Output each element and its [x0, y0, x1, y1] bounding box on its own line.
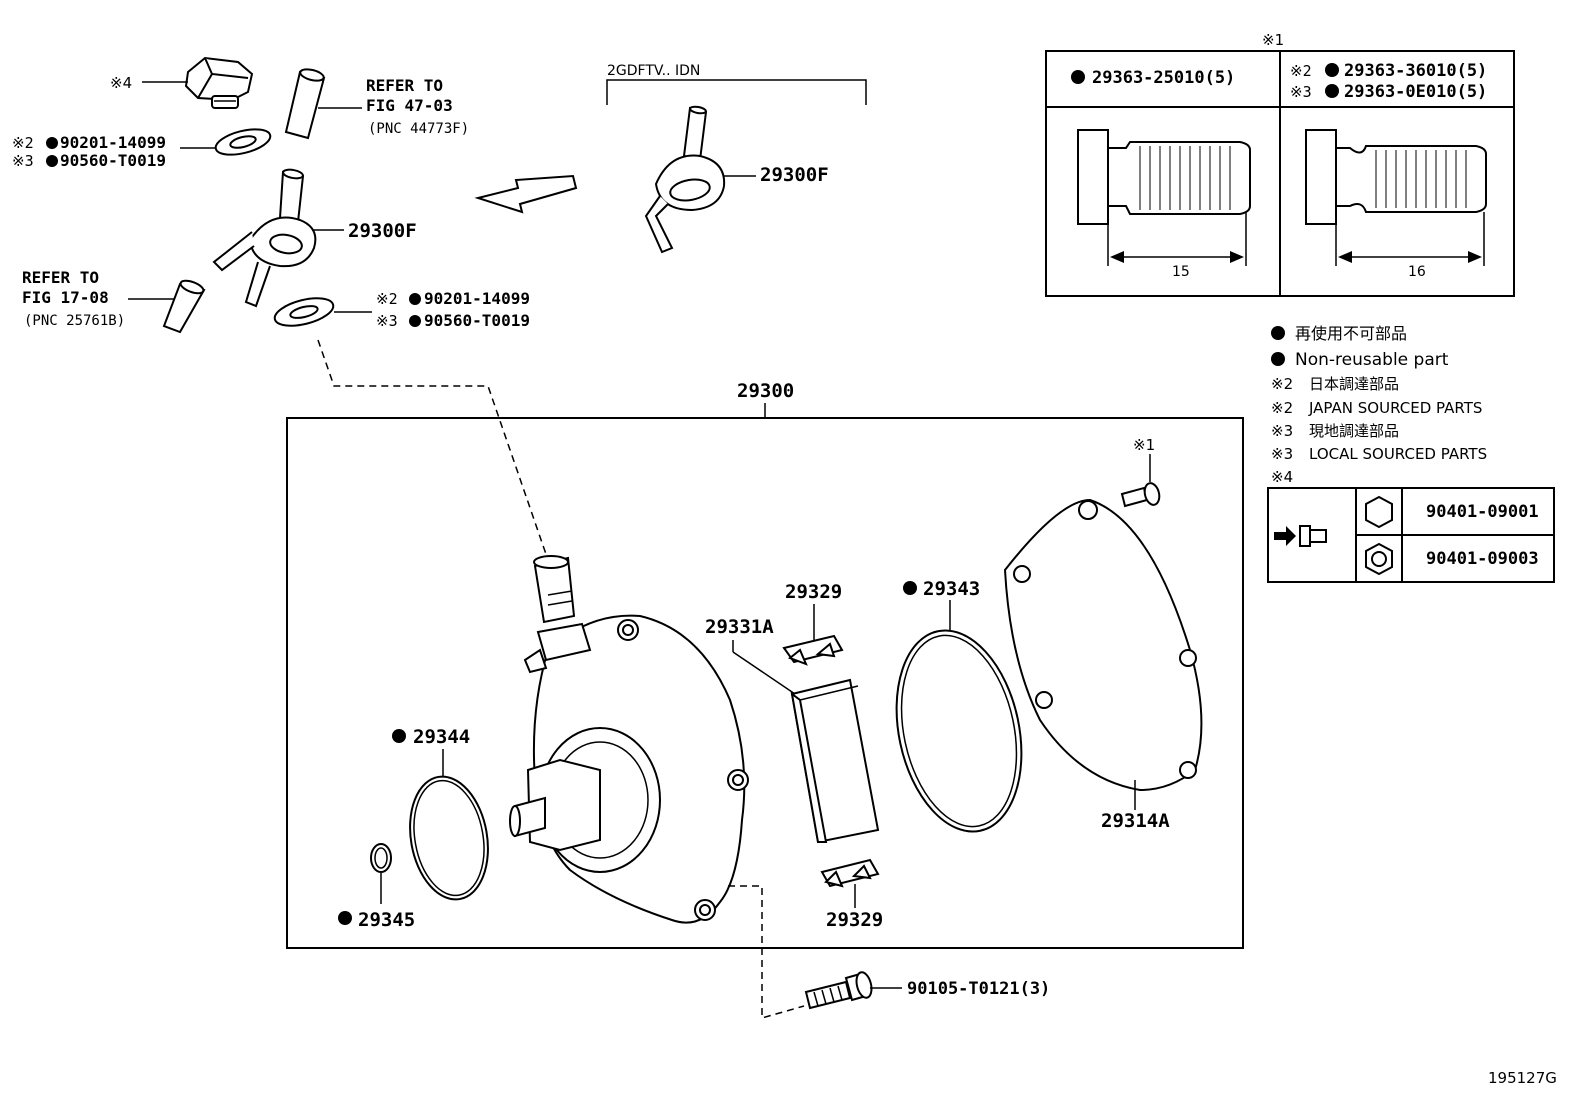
non-reusable-dot — [46, 137, 58, 149]
hex-plug-round-icon — [1365, 542, 1393, 576]
arrow-icon — [474, 174, 578, 214]
assembly-label: 29300 — [737, 380, 794, 402]
refer-left-line1: REFER TO — [22, 268, 99, 287]
hub-bolt-long — [1305, 129, 1487, 266]
washer-top-mark2: ※2 — [12, 134, 34, 152]
non-reusable-dot — [392, 729, 406, 743]
vacuum-pump-body — [509, 555, 749, 924]
vane-bottom — [820, 858, 880, 888]
washer-bottom-code2: 90560-T0019 — [424, 311, 530, 330]
variant-label: 2GDFTV.. IDN — [607, 63, 700, 79]
assembly-frame — [286, 417, 1244, 949]
non-reusable-dot — [1071, 70, 1085, 84]
rotor-label: 29331A — [705, 616, 774, 638]
mounting-bolt — [804, 971, 873, 1010]
plug-row1-code: 90401-09001 — [1426, 502, 1539, 522]
union-fitting-main — [212, 168, 317, 308]
union-variant-label: 29300F — [760, 164, 829, 186]
figure-code: 195127G — [1488, 1069, 1557, 1087]
rotor — [790, 678, 880, 844]
drain-plug — [184, 56, 254, 109]
non-reusable-dot — [409, 315, 421, 327]
o-ring-small-label: 29345 — [358, 909, 415, 931]
washer-top-code1: 90201-14099 — [60, 133, 166, 152]
cover-screw — [1120, 482, 1161, 508]
hub-bolt-short — [1077, 129, 1251, 266]
bolt-table-right-dim: 16 — [1408, 264, 1426, 280]
legend-line3-mark: ※2 — [1271, 375, 1293, 393]
non-reusable-dot — [1271, 326, 1285, 340]
non-reusable-dot — [338, 911, 352, 925]
legend-line6: LOCAL SOURCED PARTS — [1309, 445, 1487, 463]
variant-bracket — [606, 79, 867, 105]
washer-top-mark3: ※3 — [12, 152, 34, 170]
plug-row2-code: 90401-09003 — [1426, 549, 1539, 569]
refer-left-line2: FIG 17-08 — [22, 288, 109, 307]
refer-top-line2: FIG 47-03 — [366, 96, 453, 115]
refer-top-line3: (PNC 44773F) — [368, 121, 469, 137]
union-main-label: 29300F — [348, 220, 417, 242]
legend-line3: 日本調達部品 — [1309, 375, 1399, 393]
o-ring-large — [895, 629, 1023, 833]
legend-line5-mark: ※3 — [1271, 422, 1293, 440]
gasket-washer-top — [214, 128, 272, 156]
non-reusable-dot — [1325, 84, 1339, 98]
non-reusable-dot — [1325, 63, 1339, 77]
legend-line5: 現地調達部品 — [1309, 422, 1399, 440]
vacuum-hose-left — [162, 279, 206, 334]
mark-4-label: ※4 — [110, 74, 132, 92]
legend-line4: JAPAN SOURCED PARTS — [1308, 399, 1482, 417]
vacuum-hose-top — [284, 68, 326, 140]
plug-spec-table — [1267, 487, 1555, 583]
o-ring-small — [370, 843, 392, 873]
refer-top-line1: REFER TO — [366, 76, 443, 95]
bolt-label: 90105-T0121(3) — [907, 979, 1050, 999]
non-reusable-dot — [46, 155, 58, 167]
bolt-table-right-code2: 29363-0E010(5) — [1344, 82, 1487, 102]
vane-bottom-label: 29329 — [826, 909, 883, 931]
washer-bottom-code1: 90201-14099 — [424, 289, 530, 308]
bolt-table-right-code1: 29363-36010(5) — [1344, 61, 1487, 81]
washer-bottom-mark2: ※2 — [376, 290, 398, 308]
mark-1-label: ※1 — [1133, 436, 1155, 454]
non-reusable-dot — [903, 581, 917, 595]
bolt-spec-table — [1045, 50, 1515, 297]
o-ring-mid — [409, 775, 489, 901]
hex-plug-icon — [1365, 495, 1393, 529]
union-fitting-variant — [644, 105, 726, 254]
bolt-table-left-dim: 15 — [1172, 264, 1190, 280]
o-ring-mid-label: 29344 — [413, 726, 470, 748]
gasket-washer-bottom — [273, 297, 335, 327]
vane-top-label: 29329 — [785, 581, 842, 603]
bolt-table-right-mark3: ※3 — [1290, 83, 1312, 101]
bolt-table-title: ※1 — [1262, 31, 1284, 49]
o-ring-large-label: 29343 — [923, 578, 980, 600]
legend-line7-mark: ※4 — [1271, 468, 1293, 486]
refer-left-line3: (PNC 25761B) — [24, 313, 125, 329]
bolt-table-left-code: 29363-25010(5) — [1092, 68, 1235, 88]
washer-bottom-mark3: ※3 — [376, 312, 398, 330]
legend-line1: 再使用不可部品 — [1295, 324, 1407, 343]
washer-top-code2: 90560-T0019 — [60, 151, 166, 170]
non-reusable-dot — [1271, 352, 1285, 366]
legend-line6-mark: ※3 — [1271, 445, 1293, 463]
legend-line2: Non-reusable part — [1295, 350, 1449, 370]
pump-cover — [1003, 498, 1203, 792]
non-reusable-dot — [409, 293, 421, 305]
vane-top — [782, 634, 844, 666]
plug-arrow-icon — [1274, 525, 1327, 547]
bolt-table-right-mark2: ※2 — [1290, 62, 1312, 80]
cover-label: 29314A — [1101, 810, 1170, 832]
legend-line4-mark: ※2 — [1271, 399, 1293, 417]
